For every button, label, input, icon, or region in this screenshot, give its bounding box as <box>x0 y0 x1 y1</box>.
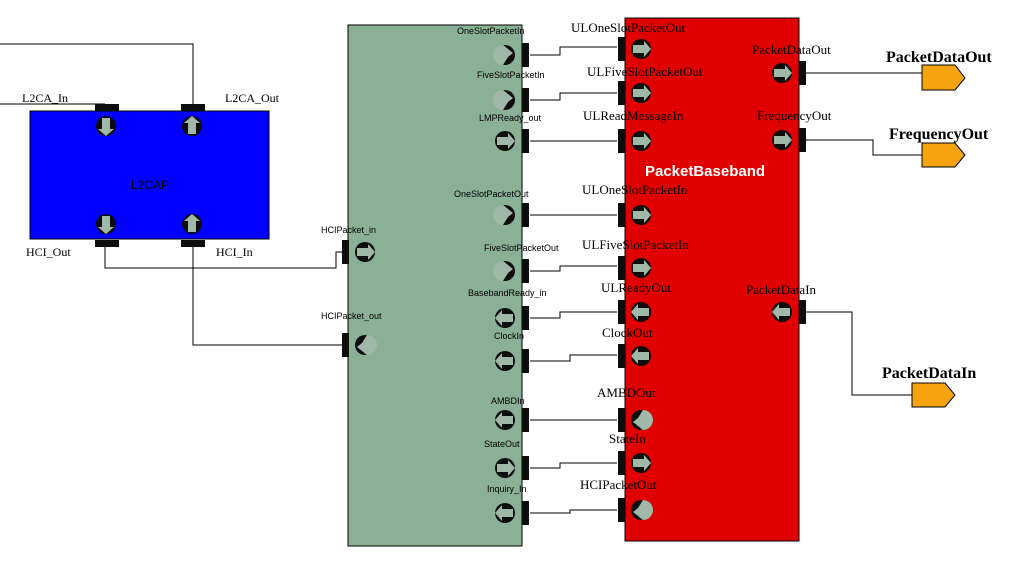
port-clockout[interactable] <box>618 344 651 368</box>
label-hci-in: HCI_In <box>216 245 253 259</box>
wire-basebandready[interactable] <box>530 311 617 319</box>
wires <box>0 43 922 514</box>
port-ulreadmessagein[interactable] <box>618 129 651 153</box>
port-packetdatain-in[interactable] <box>772 300 806 324</box>
wire-hci-out-to-hcipacket-in[interactable] <box>104 240 345 269</box>
port-fiveslotpacketin[interactable] <box>493 88 529 112</box>
label-l2ca-in: L2CA_In <box>22 91 68 105</box>
wire-clock[interactable] <box>530 354 617 362</box>
l2cap-ports <box>95 104 205 247</box>
wire-fiveslotpacketin[interactable] <box>530 92 617 101</box>
port-uloneslotpacketout[interactable] <box>618 37 651 61</box>
port-frequencyout-out[interactable] <box>772 128 806 152</box>
port-ambdout[interactable] <box>618 408 653 432</box>
label-oneslotpacketin: OneSlotPacketIn <box>457 26 525 36</box>
label-packetdataout-port: PacketDataOut <box>752 42 831 57</box>
label-clockin: ClockIn <box>494 331 524 341</box>
wire-fiveslotpacketout[interactable] <box>530 265 617 272</box>
wire-hci-in-to-hcipacket-out[interactable] <box>192 240 345 346</box>
baseband-left-ports <box>618 37 653 522</box>
port-inquiry-in[interactable] <box>495 501 529 525</box>
label-lmpready-out: LMPReady_out <box>479 113 542 123</box>
port-hci-out[interactable] <box>95 214 119 247</box>
external-frequencyout-label: FrequencyOut <box>889 126 989 143</box>
label-oneslotpacketout: OneSlotPacketOut <box>454 189 529 199</box>
port-clockin[interactable] <box>495 349 529 373</box>
label-hcipacketout: HCIPacketOut <box>580 477 657 492</box>
label-ulreadyout: ULReadyOut <box>601 280 671 295</box>
external-packetdataout-label: PacketDataOut <box>886 49 992 66</box>
wire-packetdatain[interactable] <box>806 311 912 396</box>
hci-block[interactable] <box>347 24 523 547</box>
external-port-packetdatain[interactable]: PacketDataIn <box>882 365 976 408</box>
label-clockout: ClockOut <box>602 325 653 340</box>
port-lmpready-out[interactable] <box>495 129 529 153</box>
port-hcipacket-out[interactable] <box>342 333 377 357</box>
l2cap-label: L2CAP <box>131 178 169 192</box>
l2cap-block[interactable]: L2CAP <box>29 110 270 240</box>
wire-inquiry[interactable] <box>530 509 617 514</box>
label-stateout: StateOut <box>484 439 520 449</box>
port-ambdin[interactable] <box>495 408 529 432</box>
port-fiveslotpacketout[interactable] <box>493 259 529 283</box>
port-oneslotpacketout[interactable] <box>493 203 529 227</box>
external-packetdatain-label: PacketDataIn <box>882 365 976 382</box>
label-hcipacket-out: HCIPacket_out <box>321 311 382 321</box>
label-basebandready-in: BasebandReady_in <box>468 288 547 298</box>
port-ulfiveslotpacketin[interactable] <box>618 256 651 280</box>
port-stateout[interactable] <box>495 456 529 480</box>
label-ulreadmessagein: ULReadMessageIn <box>583 108 684 123</box>
label-ulfiveslotpacketout: ULFiveSlotPacketOut <box>587 64 703 79</box>
label-l2ca-out: L2CA_Out <box>225 91 280 105</box>
label-frequencyout-port: FrequencyOut <box>757 108 832 123</box>
port-hcipacket-in[interactable] <box>342 240 375 264</box>
port-hcipacketout[interactable] <box>618 498 653 522</box>
port-ulreadyout[interactable] <box>618 300 651 324</box>
hci-right-labels: OneSlotPacketIn FiveSlotPacketIn LMPRead… <box>454 26 559 494</box>
port-basebandready-in[interactable] <box>495 306 529 330</box>
label-ambdin: AMBDIn <box>491 396 525 406</box>
port-packetdataout-out[interactable] <box>772 61 806 85</box>
label-fiveslotpacketout: FiveSlotPacketOut <box>484 243 559 253</box>
label-statein: StateIn <box>609 431 646 446</box>
label-hci-out: HCI_Out <box>26 245 71 259</box>
label-ulfiveslotpacketin: ULFiveSlotPacketIn <box>582 237 689 252</box>
label-inquiry-in: Inquiry_In <box>487 484 527 494</box>
label-hcipacket-in: HCIPacket_in <box>321 225 376 235</box>
port-l2ca-in[interactable] <box>95 104 119 136</box>
hci-right-ports <box>493 43 529 525</box>
baseband-left-labels: ULOneSlotPacketOut ULFiveSlotPacketOut U… <box>571 20 703 492</box>
port-statein[interactable] <box>618 451 651 475</box>
port-oneslotpacketin[interactable] <box>493 43 529 67</box>
wire-frequencyout[interactable] <box>806 139 922 156</box>
wire-l2ca-out[interactable] <box>0 43 194 104</box>
wire-state[interactable] <box>530 462 617 469</box>
label-ambdout: AMBDOut <box>597 385 656 400</box>
label-fiveslotpacketin: FiveSlotPacketIn <box>477 70 545 80</box>
wire-oneslotpacketin[interactable] <box>530 46 617 56</box>
label-uloneslotpacketin: ULOneSlotPacketIn <box>582 182 688 197</box>
label-uloneslotpacketout: ULOneSlotPacketOut <box>571 20 685 35</box>
port-ulfiveslotpacketout[interactable] <box>618 81 651 105</box>
port-uloneslotpacketin[interactable] <box>618 203 651 227</box>
label-packetdatain-port: PacketDataIn <box>746 282 817 297</box>
packetbaseband-label: PacketBaseband <box>645 163 765 180</box>
external-port-frequencyout[interactable]: FrequencyOut <box>889 126 989 168</box>
port-l2ca-out[interactable] <box>181 104 205 136</box>
external-port-packetdataout[interactable]: PacketDataOut <box>886 49 992 91</box>
port-hci-in[interactable] <box>181 214 205 247</box>
